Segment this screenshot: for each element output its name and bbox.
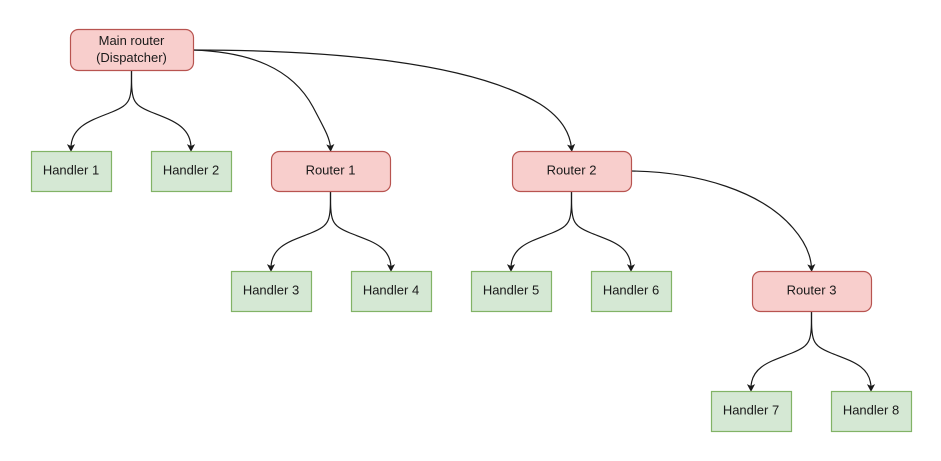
node-handler-3[interactable]: Handler 3 [230,270,313,313]
nodes-layer: Main router(Dispatcher) Handler 1 Handler … [30,28,913,433]
node-handler-1[interactable]: Handler 1 [30,150,113,193]
handler-6-box[interactable] [590,270,673,313]
router-2-box[interactable] [511,150,633,193]
node-handler-6[interactable]: Handler 6 [590,270,673,313]
router-3-box[interactable] [751,270,873,313]
handler-3-box[interactable] [230,270,313,313]
handler-5-box[interactable] [470,270,553,313]
node-router-3[interactable]: Router 3 [751,270,873,313]
edge-router1-to-handler-4 [329,190,396,272]
handler-4-box[interactable] [350,270,433,313]
edge-router2-to-handler-6 [570,190,636,272]
node-handler-2[interactable]: Handler 2 [150,150,233,193]
node-handler-8[interactable]: Handler 8 [830,390,913,433]
edges-layer [66,49,876,392]
edge-main-to-router-1 [192,49,335,152]
main-router-box[interactable] [69,28,195,72]
node-router-1[interactable]: Router 1 [270,150,392,193]
router-1-box[interactable] [270,150,392,193]
edge-router2-to-handler-5 [506,190,573,272]
edge-router2-to-router-3 [630,170,816,272]
node-handler-5[interactable]: Handler 5 [470,270,553,313]
handler-7-box[interactable] [710,390,793,433]
edge-main-to-handler-1 [66,69,133,152]
edge-main-to-router-2 [192,49,576,152]
edge-main-to-handler-2 [130,69,196,152]
node-router-2[interactable]: Router 2 [511,150,633,193]
handler-8-box[interactable] [830,390,913,433]
edge-router1-to-handler-3 [266,190,332,272]
edge-router3-to-handler-8 [810,310,876,392]
node-main-router[interactable]: Main router(Dispatcher) [69,28,195,72]
node-handler-4[interactable]: Handler 4 [350,270,433,313]
handler-1-box[interactable] [30,150,113,193]
edge-router3-to-handler-7 [746,310,813,392]
node-handler-7[interactable]: Handler 7 [710,390,793,433]
handler-2-box[interactable] [150,150,233,193]
